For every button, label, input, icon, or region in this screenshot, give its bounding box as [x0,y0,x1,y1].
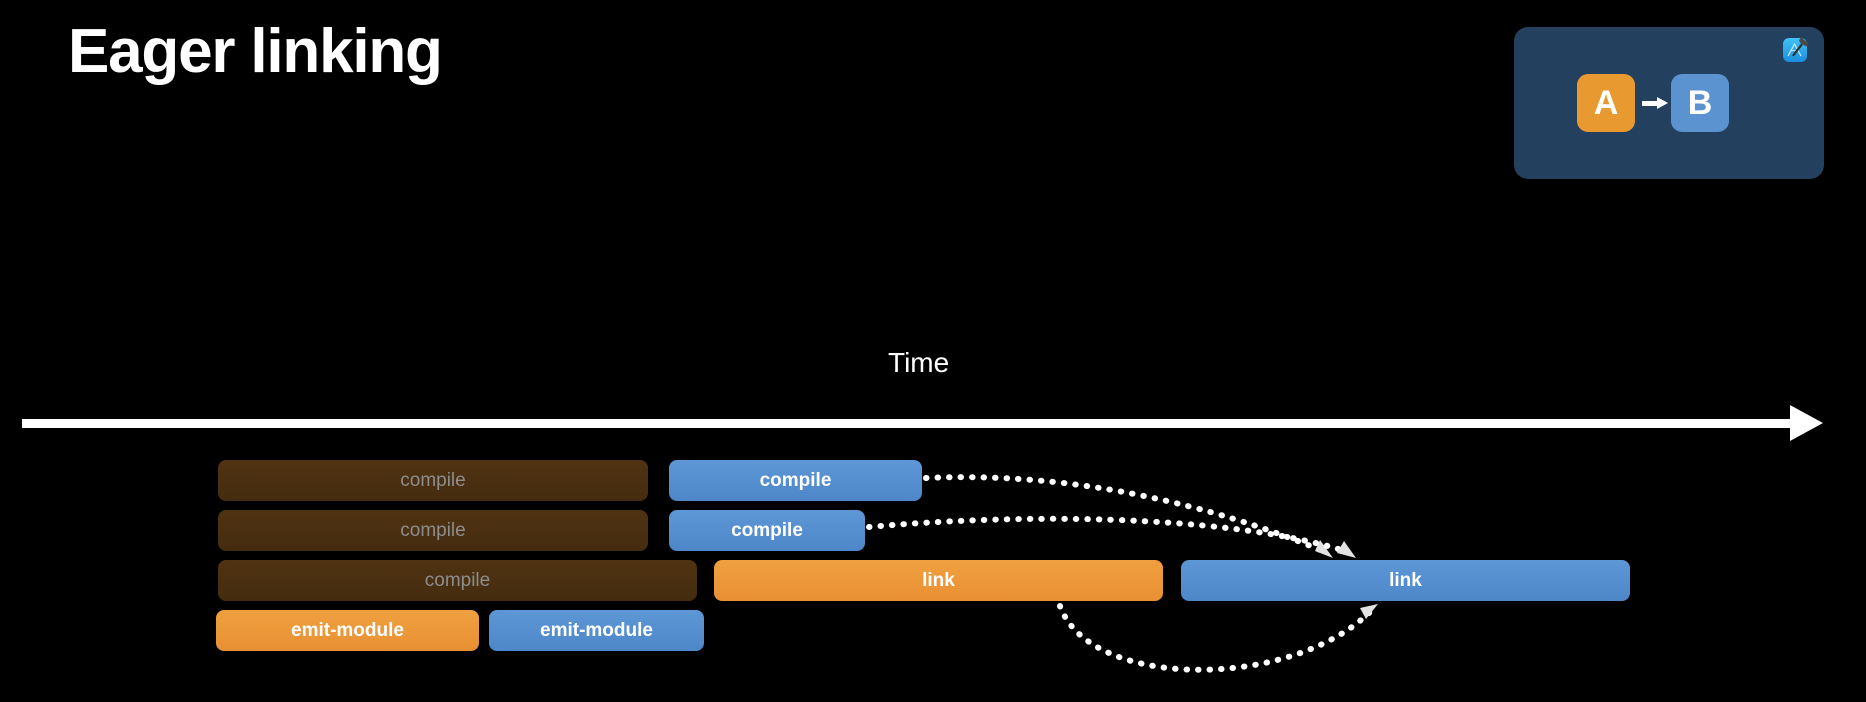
time-axis-label: Time [888,347,950,378]
task-bar-compile-a-3[interactable]: compile [218,560,697,601]
xcode-icon [1783,37,1809,62]
task-bar-compile-b-1[interactable]: compile [669,460,922,501]
page-title: Eager linking [68,17,443,86]
task-bar-compile-a-1[interactable]: compile [218,460,648,501]
task-bar-emit-module-b[interactable]: emit-module [489,610,704,651]
task-bar-compile-a-2[interactable]: compile [218,510,648,551]
module-box-b: B [1671,74,1729,132]
task-bar-compile-b-2[interactable]: compile [669,510,865,551]
task-bar-link-b[interactable]: link [1181,560,1630,601]
task-bar-emit-module-a[interactable]: emit-module [216,610,479,651]
time-axis-line [22,419,1794,428]
module-box-a: A [1577,74,1635,132]
task-bar-link-a[interactable]: link [714,560,1163,601]
module-dependency-badge: A B [1514,27,1824,179]
dependency-arrow-icon [1642,97,1668,109]
time-axis-arrowhead-icon [1790,405,1823,441]
